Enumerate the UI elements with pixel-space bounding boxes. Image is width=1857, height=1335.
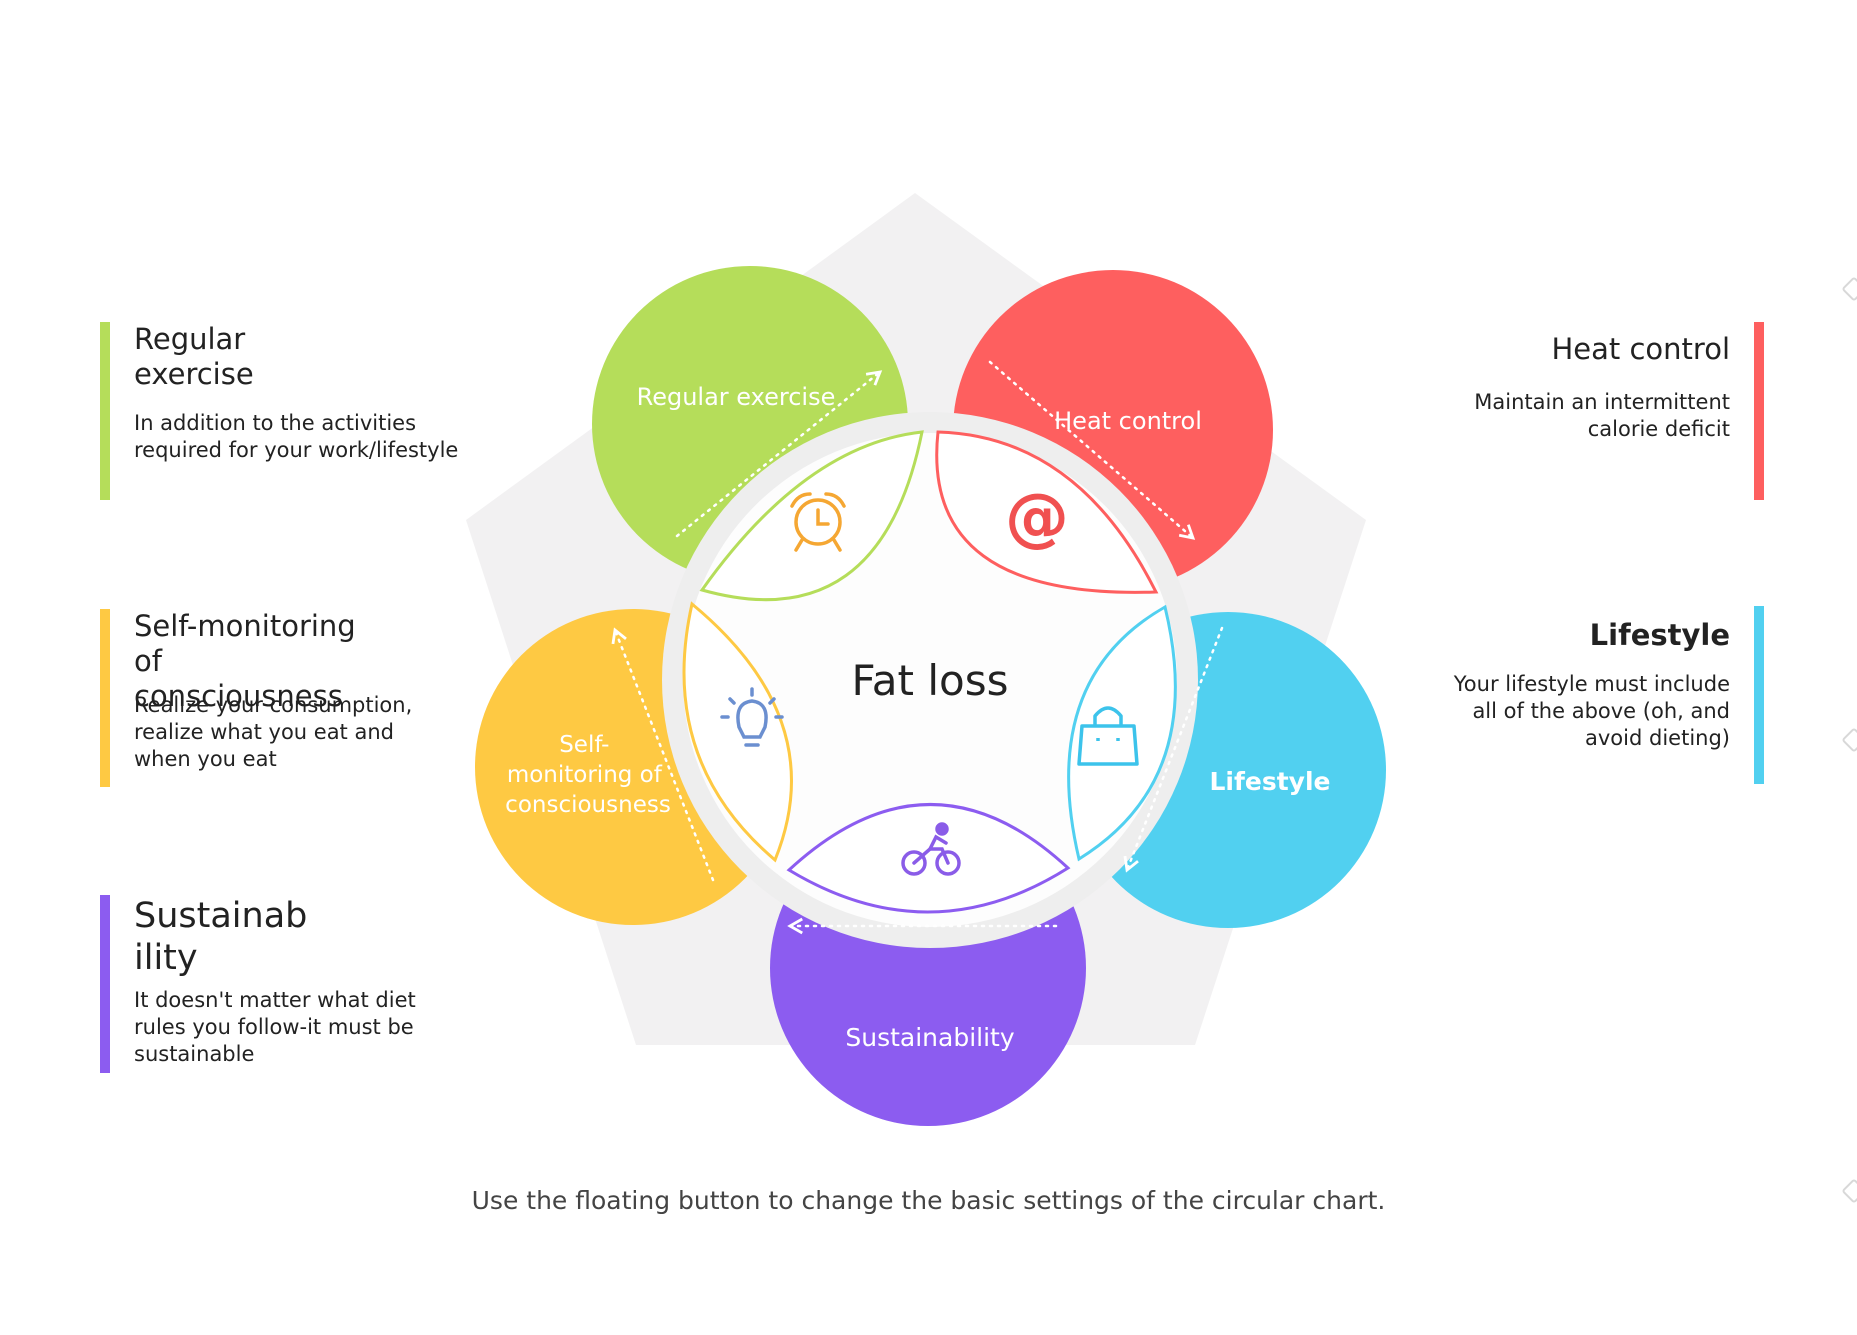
side-block-regular-exercise: Regular exercise In addition to the acti… xyxy=(100,322,500,502)
side-title-regular-exercise: Regular exercise xyxy=(134,322,254,391)
alarm-clock-icon xyxy=(790,492,846,552)
leaf-regular-exercise[interactable] xyxy=(699,430,924,602)
side-title-heat-control: Heat control xyxy=(1551,332,1730,366)
side-desc-regular-exercise: In addition to the activities required f… xyxy=(134,411,459,462)
side-block-heat-control: Heat control Maintain an intermittent ca… xyxy=(1380,322,1764,502)
arrow-self-monitoring xyxy=(611,627,715,882)
leaf-shapes xyxy=(682,430,1177,914)
leaf-lifestyle[interactable] xyxy=(1067,604,1177,862)
leaf-sustainability[interactable] xyxy=(786,803,1071,914)
circle-labels: Regular exercise Heat control Lifestyle … xyxy=(505,383,1330,1052)
flow-arrows xyxy=(611,360,1224,935)
side-bar-heat-control xyxy=(1754,322,1764,500)
footer-instruction: Use the floating button to change the ba… xyxy=(471,1186,1386,1215)
side-desc-sustainability: It doesn't matter what diet rules you fo… xyxy=(134,988,416,1066)
side-title-sustainability: Sustainab ility xyxy=(134,896,308,978)
at-sign-icon: @ xyxy=(1005,481,1069,555)
side-bar-sustainability xyxy=(100,895,110,1073)
bicycle-rider-icon xyxy=(901,822,961,876)
side-title-self-monitoring: Self-monitoring of consciousness xyxy=(134,609,356,713)
arrow-lifestyle xyxy=(1123,626,1224,873)
center-title: Fat loss xyxy=(852,656,1009,705)
svg-text:@: @ xyxy=(1005,481,1069,555)
side-block-sustainability: Sustainab ility It doesn't matter what d… xyxy=(100,895,500,1075)
light-bulb-icon xyxy=(720,687,784,747)
side-bar-lifestyle xyxy=(1754,606,1764,784)
label-lifestyle: Lifestyle xyxy=(1210,767,1331,796)
side-desc-lifestyle: Your lifestyle must include all of the a… xyxy=(1453,672,1730,750)
side-desc-self-monitoring: Realize your consumption, realize what y… xyxy=(134,693,413,771)
label-regular-exercise: Regular exercise xyxy=(637,383,836,411)
arrow-regular-exercise xyxy=(675,370,883,538)
label-self-monitoring: Self- monitoring of consciousness xyxy=(505,732,671,818)
side-block-lifestyle: Lifestyle Your lifestyle must include al… xyxy=(1380,606,1764,786)
leaf-self-monitoring[interactable] xyxy=(682,601,793,863)
side-block-self-monitoring: Self-monitoring of consciousness Realize… xyxy=(100,609,500,789)
side-title-lifestyle: Lifestyle xyxy=(1589,618,1730,652)
side-bar-self-monitoring xyxy=(100,609,110,787)
shopping-bag-icon xyxy=(1077,706,1139,766)
side-desc-heat-control: Maintain an intermittent calorie deficit xyxy=(1474,390,1730,441)
label-heat-control: Heat control xyxy=(1054,407,1202,435)
leaf-heat-control[interactable] xyxy=(935,430,1159,594)
side-bar-regular-exercise xyxy=(100,322,110,500)
label-sustainability: Sustainability xyxy=(845,1023,1014,1052)
arrow-heat-control xyxy=(988,360,1196,540)
